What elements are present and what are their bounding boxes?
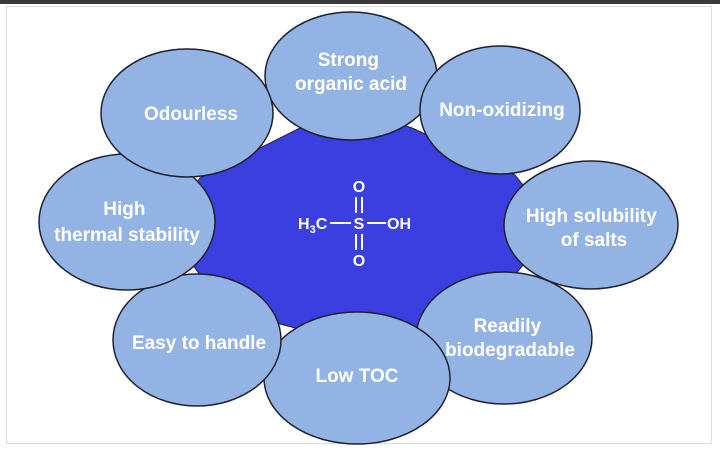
petal-top-left-line-1: Odourless (144, 104, 238, 125)
methyl-h: H (298, 216, 310, 233)
petal-top-right: Non-oxidizing (419, 45, 581, 175)
petal-bottom-right-label: Readily biodegradable (445, 316, 575, 361)
petal-bottom-left: Easy to handle (112, 273, 282, 407)
sulfur-atom: S (354, 216, 365, 233)
petal-right-line-2: of salts (561, 230, 628, 251)
petal-bottom-line-1: Low TOC (315, 366, 398, 387)
methyl-subscript: 3 (310, 224, 316, 236)
petal-top-line-1: Strong (318, 50, 379, 71)
petal-bottom: Low TOC (263, 311, 451, 445)
methyl-group: H3C (298, 216, 328, 236)
petal-bottom-left-label: Easy to handle (132, 333, 266, 354)
petal-bottom-left-line-1: Easy to handle (132, 333, 266, 354)
methyl-c: C (316, 216, 328, 233)
petal-bottom-right-line-1: Readily (474, 316, 542, 337)
petal-left-label: High thermal stability (54, 199, 200, 246)
petal-bottom-right: Readily biodegradable (415, 271, 593, 405)
hydroxyl-group: OH (387, 216, 411, 233)
petal-top-line-2: organic acid (295, 74, 407, 95)
petal-top: Strong organic acid (264, 11, 438, 141)
petal-left-line-2: thermal stability (54, 225, 200, 246)
petal-top-right-label: Non-oxidizing (439, 100, 565, 121)
petal-bottom-right-line-2: biodegradable (445, 340, 575, 361)
petal-left: High thermal stability (38, 153, 216, 291)
petal-right-line-1: High solubility (526, 206, 657, 227)
petal-left-line-1: High (103, 199, 145, 220)
top-edge-strip (0, 0, 720, 4)
petal-top-label: Strong organic acid (295, 50, 407, 95)
molecule-structure: O H3C S OH O (298, 179, 411, 270)
petal-right: High solubility of salts (503, 160, 679, 290)
petal-top-left: Odourless (100, 48, 274, 178)
petal-top-right-line-1: Non-oxidizing (439, 100, 565, 121)
petal-right-label: High solubility of salts (526, 206, 662, 251)
petal-bottom-label: Low TOC (315, 366, 398, 387)
oxygen-top: O (353, 179, 365, 196)
petal-top-left-label: Odourless (144, 104, 238, 125)
oxygen-bottom: O (353, 253, 365, 270)
